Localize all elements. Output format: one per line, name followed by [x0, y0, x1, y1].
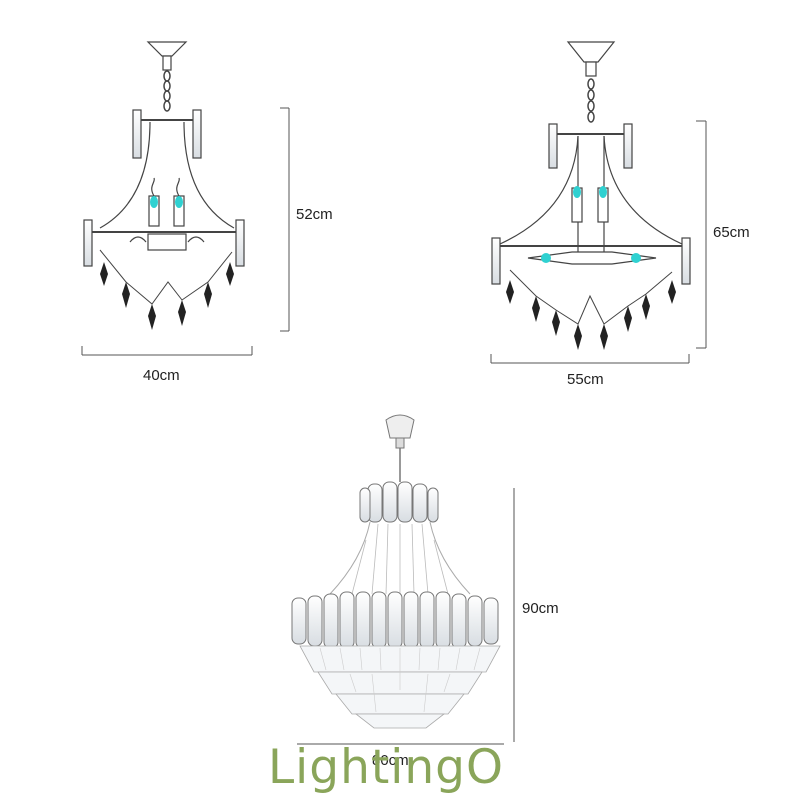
large-width-label: 80cm	[372, 752, 409, 769]
chandelier-large-dimension-lines	[297, 488, 515, 745]
chandelier-medium-drawing	[491, 41, 691, 350]
chandelier-small-drawing	[83, 41, 245, 330]
small-height-label: 52cm	[296, 206, 333, 223]
medium-height-label: 65cm	[713, 224, 750, 241]
lightingo-logo: LightingO	[268, 740, 504, 795]
chandelier-medium-dimension-lines	[490, 120, 707, 364]
small-width-label: 40cm	[143, 367, 180, 384]
large-height-label: 90cm	[522, 600, 559, 617]
chandelier-small-dimension-lines	[81, 107, 290, 356]
chandelier-large-drawing	[291, 414, 501, 729]
medium-width-label: 55cm	[567, 371, 604, 388]
